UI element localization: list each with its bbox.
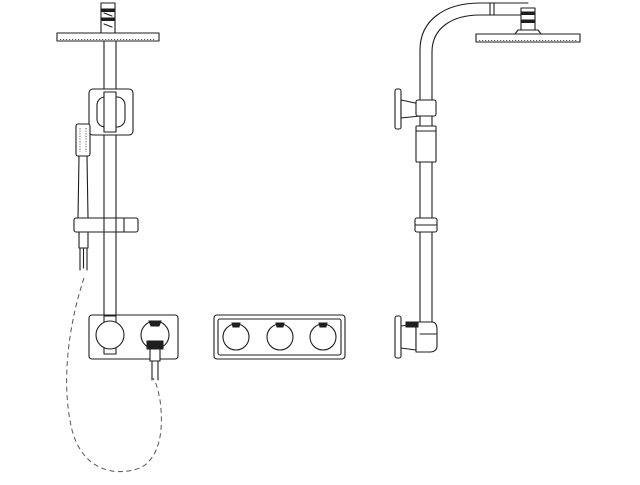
side-curved-arm-outer [419, 2, 529, 109]
front-hand-shower-handle [77, 155, 89, 219]
front-view [56, 2, 179, 473]
front-hand-shower-head [75, 123, 91, 157]
side-lower-bracket-flange [394, 315, 402, 359]
side-rain-shower-head [475, 33, 581, 43]
side-curved-arm-inner [431, 14, 529, 109]
side-view [394, 2, 581, 359]
front-riser-rail [103, 40, 117, 317]
front-hose-connector [146, 340, 164, 350]
valve-handle-1 [222, 322, 250, 351]
flexible-hose [66, 277, 162, 473]
valve-view [213, 314, 346, 360]
side-upper-bracket-flange [394, 88, 402, 130]
valve-handle-2 [266, 322, 294, 351]
side-head-connector [520, 7, 536, 31]
front-slider-holder [73, 217, 139, 233]
front-diverter-knob-left [95, 320, 125, 350]
side-telescopic-sleeve [415, 125, 437, 163]
side-outlet-elbow [415, 321, 438, 353]
valve-handle-3 [309, 322, 337, 351]
